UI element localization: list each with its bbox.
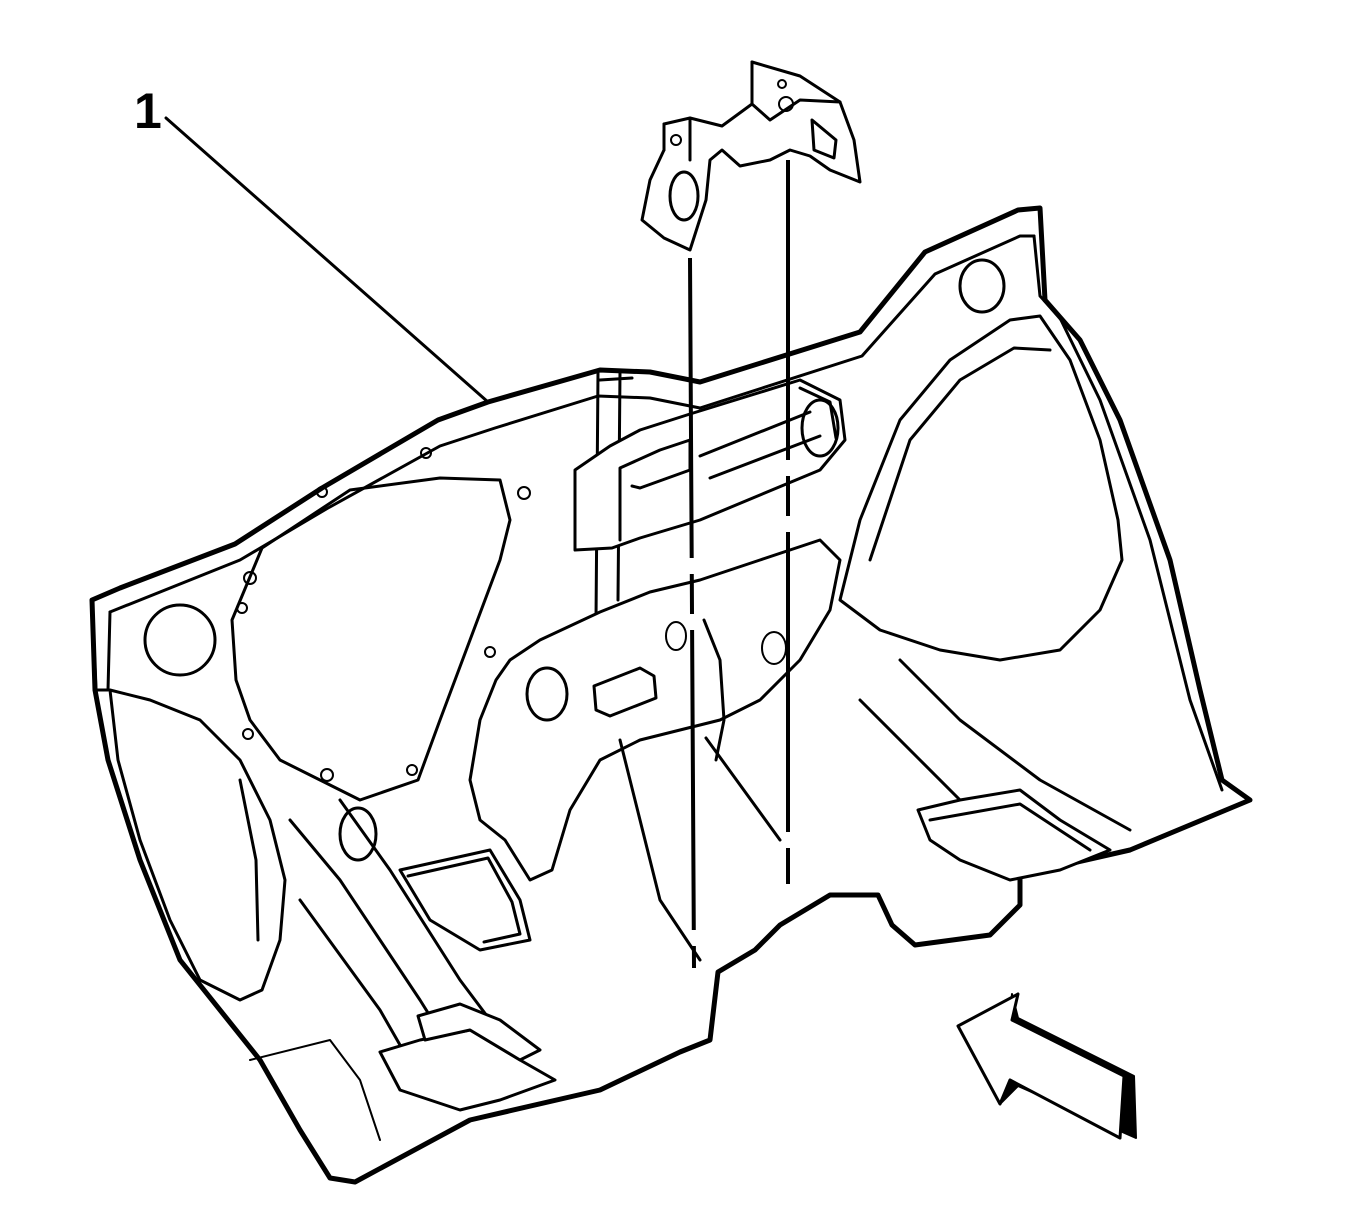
wheelhouse-inner [868, 346, 1052, 562]
mount-hole [236, 602, 248, 614]
floor-rib [898, 658, 1132, 832]
mount-hole [243, 571, 257, 585]
right-wheelhouse [838, 314, 1124, 662]
mount-hole [406, 764, 418, 776]
panel-right-flange [1032, 234, 1224, 792]
left-floor-pad-inner [406, 856, 522, 944]
center-tunnel [468, 538, 842, 882]
callout-1: 1 [134, 83, 490, 404]
bracket-tab [810, 118, 838, 160]
bracket-hole [778, 96, 794, 112]
panel-outline [89, 205, 1253, 1185]
panel-top-flange [108, 234, 1036, 614]
bracket-slot [668, 170, 700, 222]
tunnel-hole [665, 621, 687, 651]
mount-hole [517, 486, 531, 500]
mount-hole [316, 486, 328, 498]
tunnel-boss [592, 666, 658, 718]
alignment-line-left [688, 257, 696, 969]
rear-right-step-pad-inner [928, 802, 1092, 852]
tunnel-crease [704, 736, 782, 842]
floor-drain-hole [338, 806, 378, 862]
mount-hole [420, 447, 432, 459]
left-wheelhouse-crease [238, 778, 260, 942]
bracket-bends [662, 60, 842, 162]
callout-leader-line [164, 116, 490, 404]
bracket-hole [777, 79, 787, 89]
tunnel-grommet-hole [525, 666, 569, 722]
view-direction-arrow-icon [956, 992, 1137, 1140]
dash-floor-panel [89, 205, 1253, 1185]
mount-hole [484, 646, 496, 658]
mount-hole [320, 768, 334, 782]
left-wheelhouse [108, 688, 287, 1002]
bracket-hole [670, 134, 682, 146]
floor-rib [618, 738, 702, 962]
cross-member-opening [800, 398, 840, 458]
left-grommet-hole [143, 603, 217, 677]
floor-rib [249, 1039, 381, 1141]
left-access-cover [230, 476, 512, 802]
wheelhouse-mount-boss [958, 258, 1006, 314]
tunnel-crease [702, 618, 726, 762]
reinforcement-bracket [640, 60, 862, 252]
upper-cross-member [573, 378, 847, 552]
alignment-lines [688, 160, 790, 969]
panel-left-flange [90, 598, 112, 692]
rear-left-step-pad [416, 1002, 542, 1062]
mount-hole [242, 728, 254, 740]
callout-label-1: 1 [134, 83, 162, 139]
